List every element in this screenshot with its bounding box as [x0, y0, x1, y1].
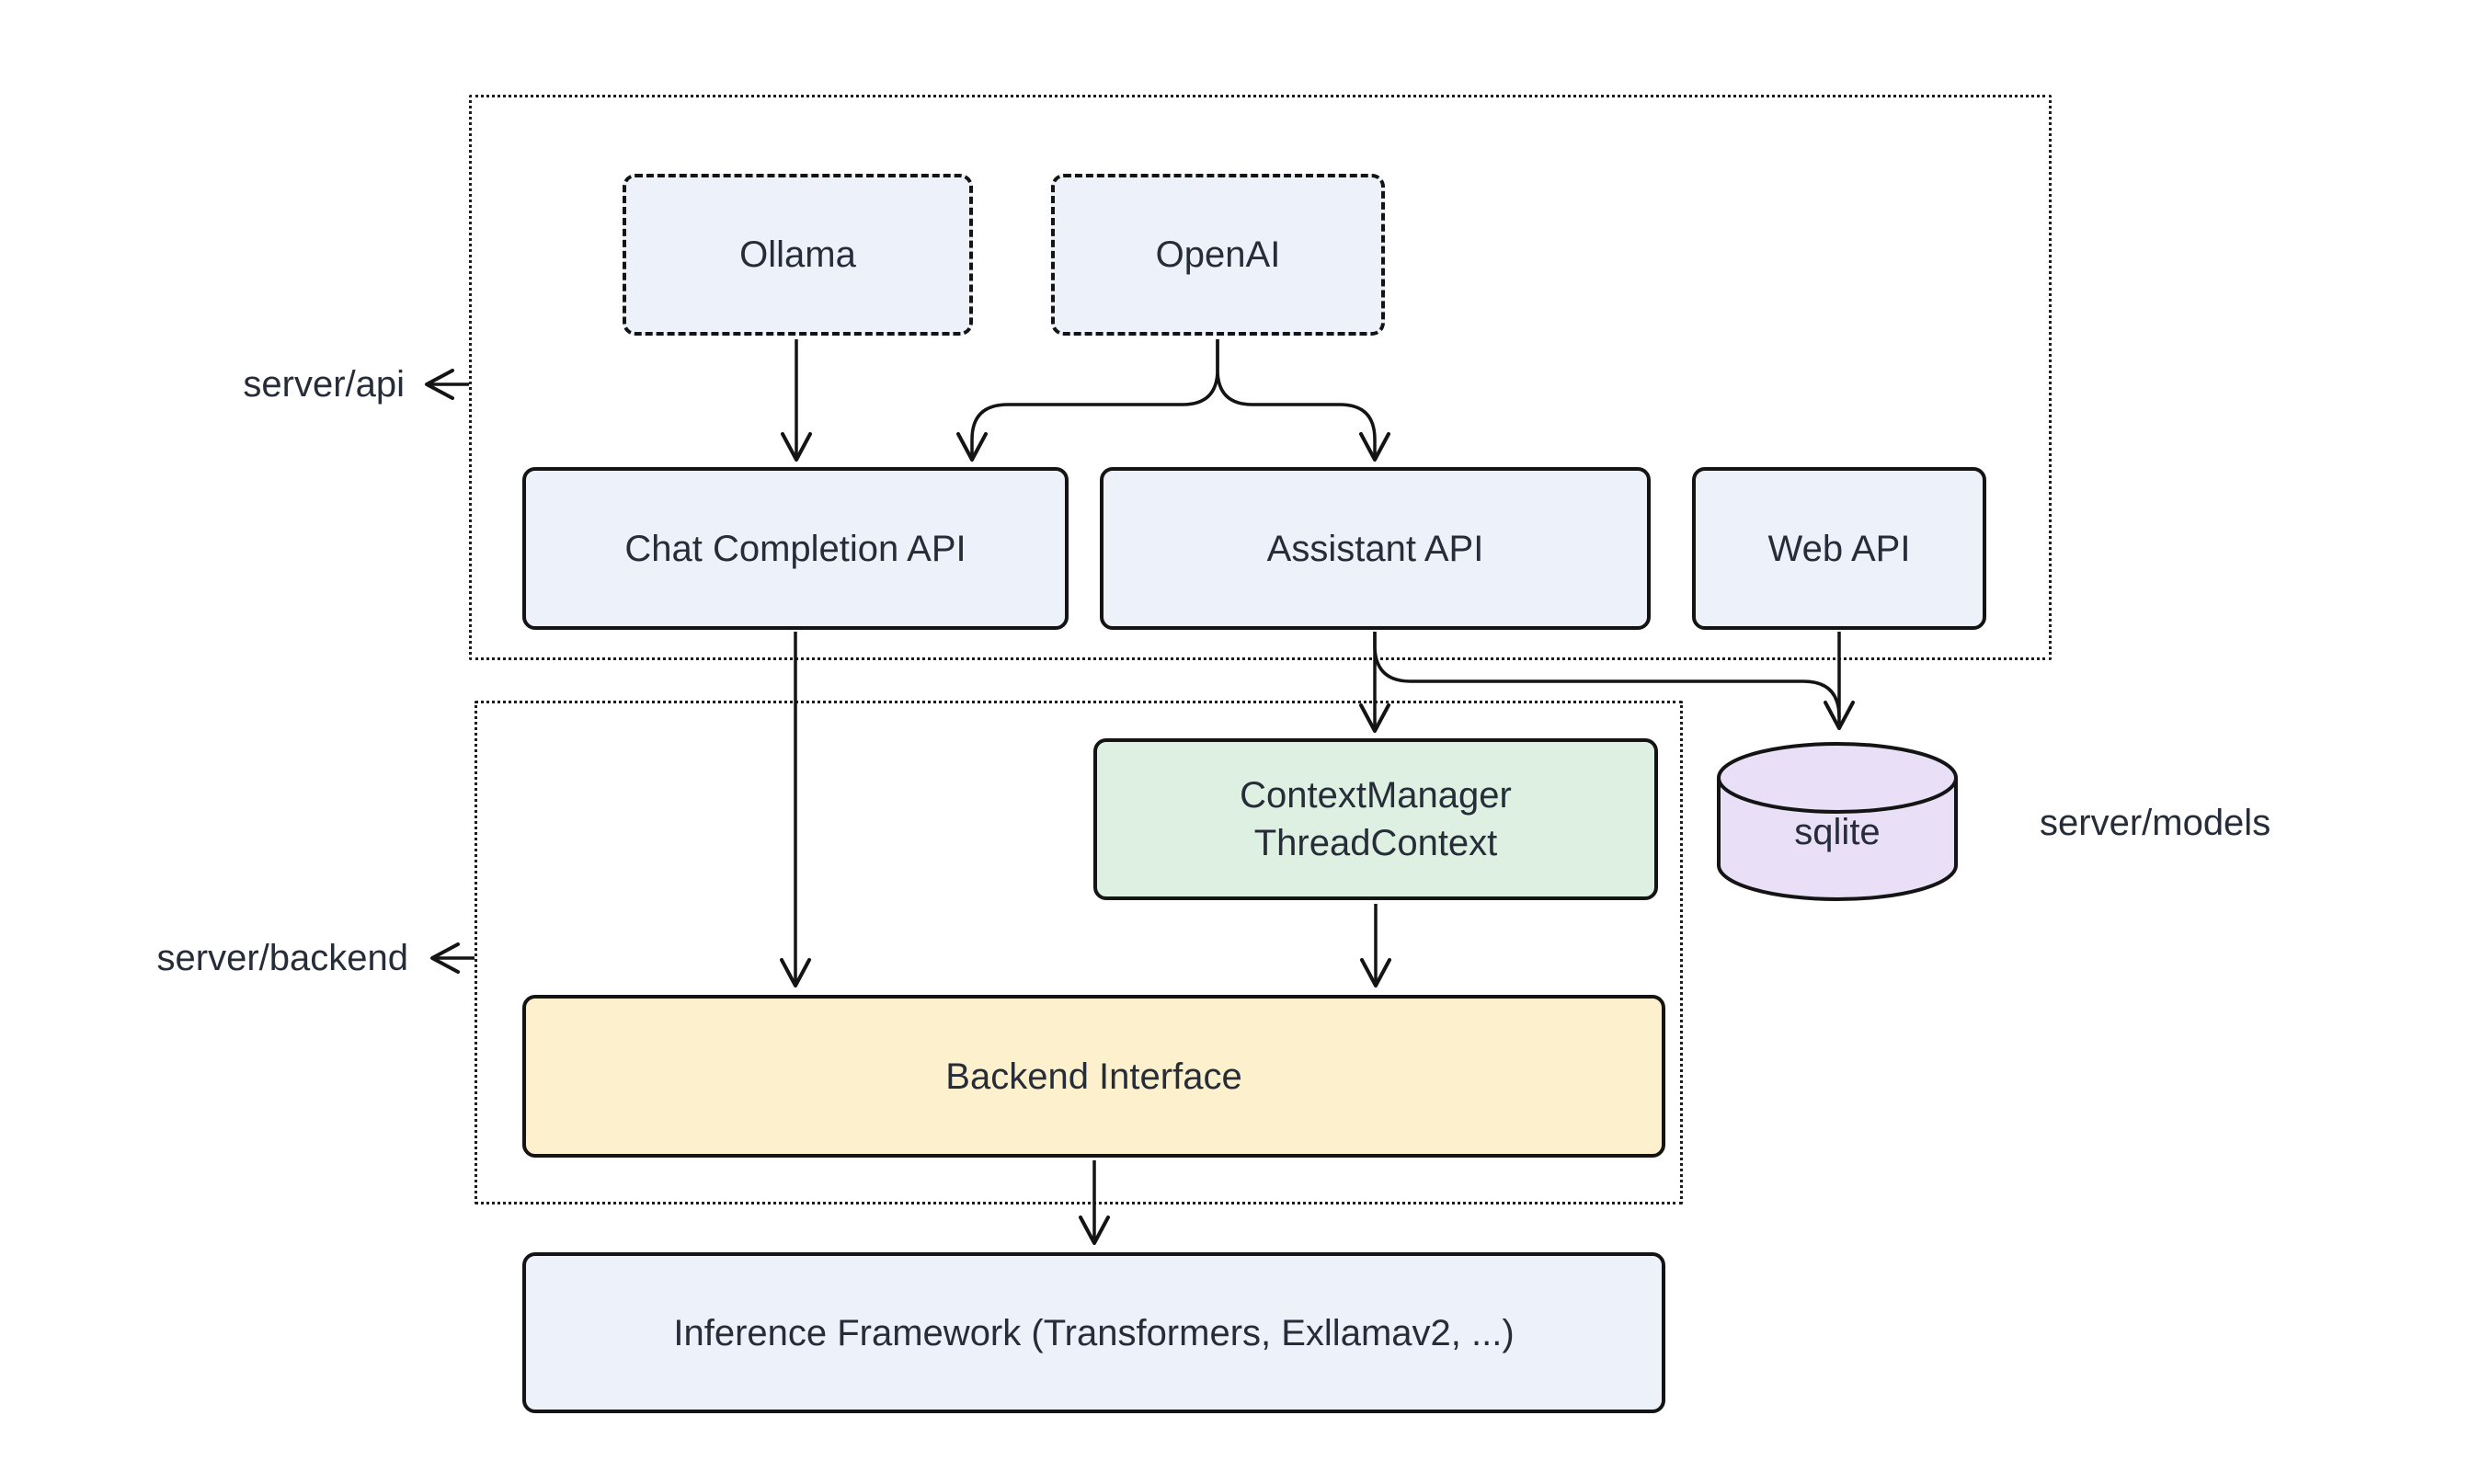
branch-assistant-to-sqlite — [1373, 632, 1841, 718]
container-server-backend — [475, 701, 1683, 1204]
arrow-openai-to-chat-completion — [956, 339, 1219, 462]
sqlite-cylinder-top — [1717, 742, 1958, 814]
node-context-manager-line2: ThreadContext — [1253, 823, 1498, 863]
label-server-backend: server/backend — [156, 938, 408, 978]
node-web-api: Web API — [1692, 467, 1986, 630]
arrow-openai-to-assistant — [1216, 339, 1390, 462]
node-inference-framework: Inference Framework (Transformers, Exlla… — [522, 1252, 1665, 1413]
sqlite-cylinder — [1717, 742, 1958, 901]
node-inference-framework-label: Inference Framework (Transformers, Exlla… — [673, 1312, 1515, 1353]
node-ollama: Ollama — [623, 174, 973, 336]
label-server-models: server/models — [2040, 803, 2271, 843]
node-context-manager-line1: ContextManager — [1240, 775, 1512, 816]
container-server-api — [469, 95, 2052, 660]
node-context-manager: ContextManager ThreadContext — [1093, 738, 1658, 900]
node-backend-interface-label: Backend Interface — [945, 1056, 1242, 1097]
node-backend-interface: Backend Interface — [522, 995, 1665, 1158]
node-openai-label: OpenAI — [1155, 234, 1281, 275]
node-chat-completion-api-label: Chat Completion API — [624, 528, 966, 569]
node-ollama-label: Ollama — [739, 234, 856, 275]
node-assistant-api-label: Assistant API — [1266, 528, 1484, 569]
node-assistant-api: Assistant API — [1100, 467, 1651, 630]
node-chat-completion-api: Chat Completion API — [522, 467, 1069, 630]
label-server-api: server/api — [243, 364, 405, 405]
node-sqlite-label: sqlite — [1794, 812, 1881, 852]
node-openai: OpenAI — [1051, 174, 1385, 336]
node-web-api-label: Web API — [1767, 528, 1911, 569]
